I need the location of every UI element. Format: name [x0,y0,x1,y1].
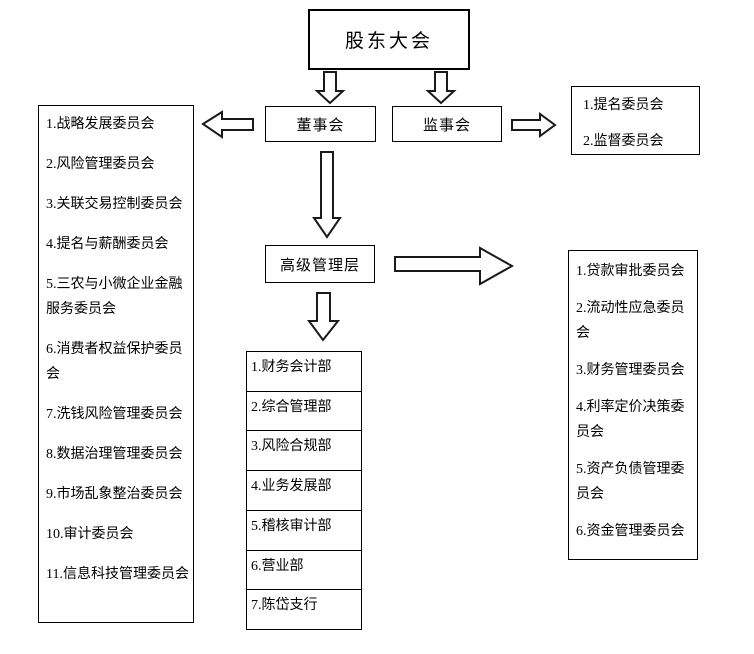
management-committees-list: 1.贷款审批委员会 2.流动性应急委员会 3.财务管理委员会 4.利率定价决策委… [568,250,698,560]
table-row: 4.业务发展部 [247,470,361,510]
list-item: 11.信息科技管理委员会 [46,567,189,582]
board-of-directors-label: 董事会 [296,117,345,134]
table-row: 6.营业部 [247,549,361,590]
supervisory-committees-list: 1.提名委员会 2.监督委员会 [571,86,700,155]
left-arrow-to-board-committees-icon [201,110,254,139]
list-item: 3.关联交易控制委员会 [46,197,183,212]
list-item: 2.流动性应急委员会 [576,301,685,341]
list-item: 1.提名委员会 [583,98,664,113]
list-item: 7.洗钱风险管理委员会 [46,407,183,422]
list-item: 1.战略发展委员会 [46,117,155,132]
table-row: 2.综合管理部 [247,390,361,431]
list-item: 2.监督委员会 [583,134,664,149]
board-of-directors-box: 董事会 [265,106,376,142]
down-arrow-to-board-icon [314,71,346,105]
departments-table: 1.财务会计部 2.综合管理部 3.风险合规部 4.业务发展部 5.稽核审计部 … [246,351,362,630]
senior-management-box: 高级管理层 [265,245,375,283]
list-item: 5.三农与小微企业金融服务委员会 [46,277,183,317]
list-item: 5.资产负债管理委员会 [576,462,685,502]
list-item: 4.提名与薪酬委员会 [46,237,169,252]
down-arrow-to-departments-icon [307,292,341,342]
list-item: 6.资金管理委员会 [576,524,685,539]
list-item: 10.审计委员会 [46,527,134,542]
down-arrow-to-supervisory-icon [425,71,457,105]
senior-management-label: 高级管理层 [279,257,360,274]
table-row: 5.稽核审计部 [247,509,361,550]
shareholders-meeting-label: 股东大会 [344,31,433,52]
right-arrow-to-supervisory-committees-icon [511,112,557,138]
table-row: 1.财务会计部 [251,360,332,375]
table-row: 3.风险合规部 [247,430,361,470]
list-item: 1.贷款审批委员会 [576,264,685,279]
down-arrow-to-senior-management-icon [312,151,342,239]
supervisory-board-box: 监事会 [392,106,502,142]
list-item: 9.市场乱象整治委员会 [46,487,183,502]
table-row: 7.陈岱支行 [247,589,361,629]
list-item: 4.利率定价决策委员会 [576,400,685,440]
list-item: 8.数据治理管理委员会 [46,447,183,462]
list-item: 3.财务管理委员会 [576,363,685,378]
right-arrow-to-management-committees-icon [394,246,515,286]
list-item: 6.消费者权益保护委员会 [46,342,183,382]
supervisory-board-label: 监事会 [422,117,471,134]
shareholders-meeting-box: 股东大会 [308,9,470,70]
board-committees-list: 1.战略发展委员会 2.风险管理委员会 3.关联交易控制委员会 4.提名与薪酬委… [38,105,194,623]
list-item: 2.风险管理委员会 [46,157,155,172]
